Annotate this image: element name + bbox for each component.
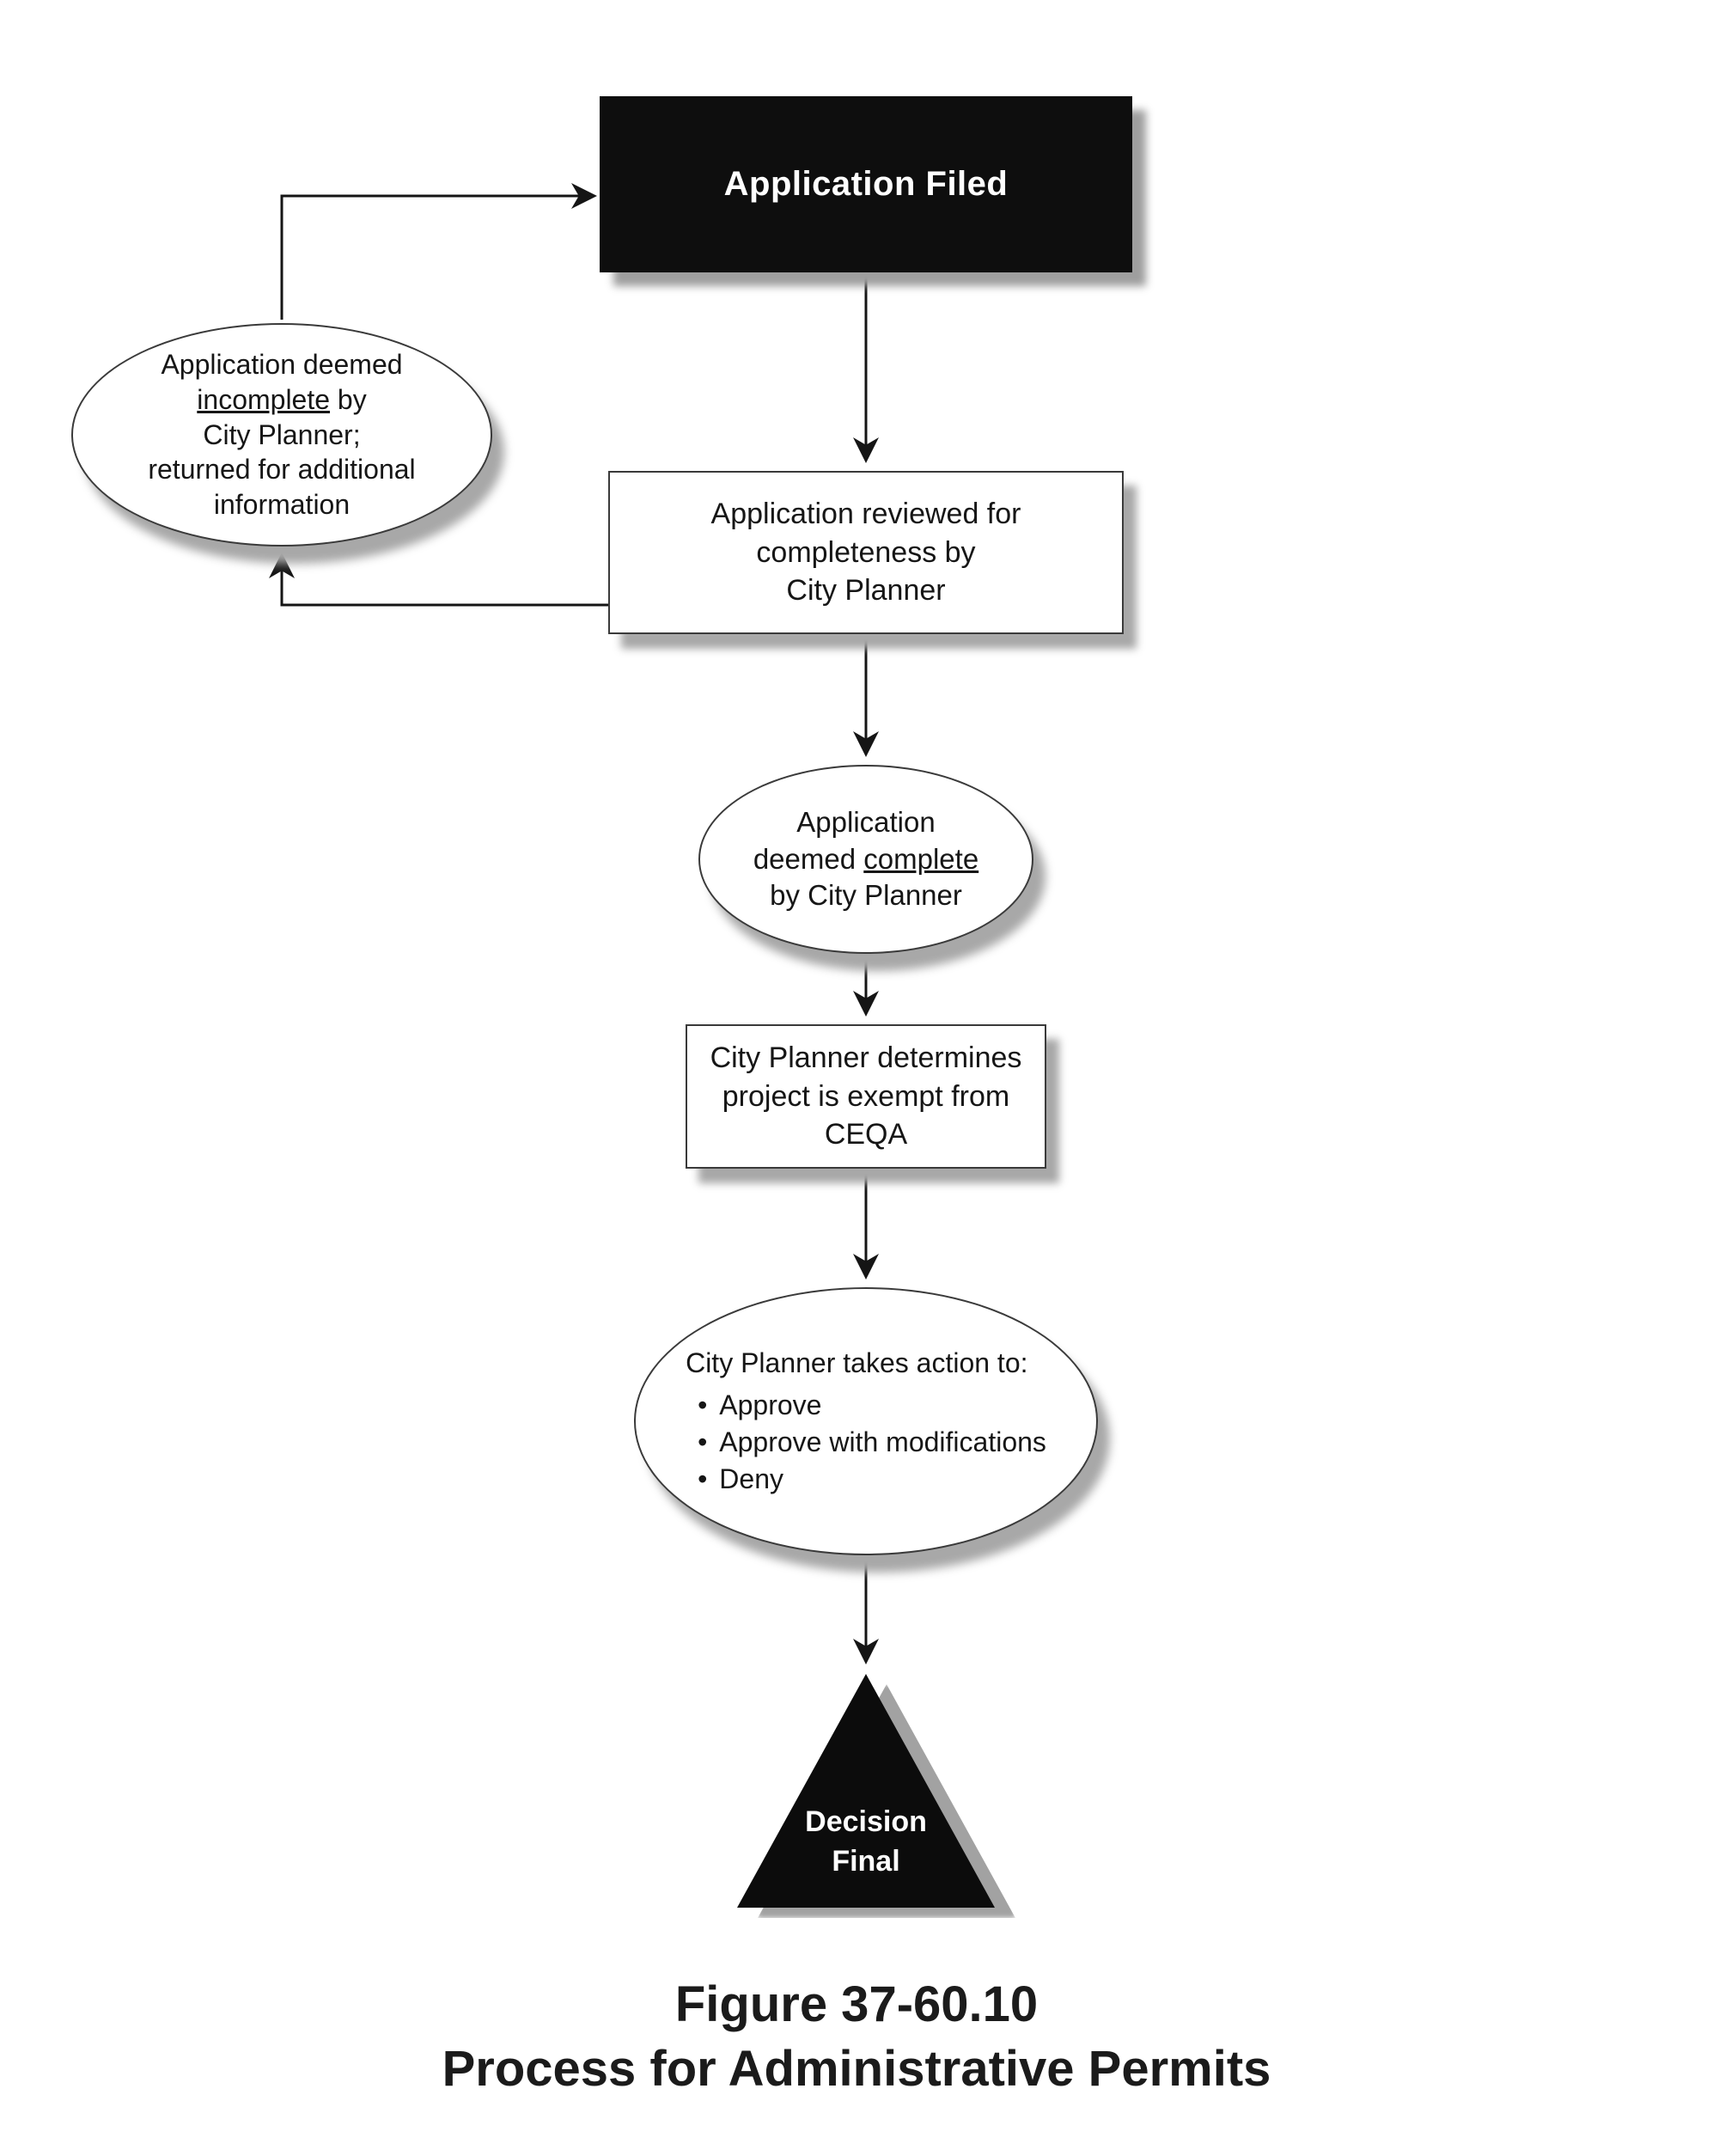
ceqa-text: City Planner determines project is exemp… bbox=[710, 1039, 1022, 1155]
incomplete-line2-rest: by bbox=[330, 383, 367, 415]
bullet-icon: • bbox=[698, 1426, 708, 1457]
action-bullet-label: Approve with modifications bbox=[719, 1426, 1046, 1457]
complete-underlined-word: complete bbox=[863, 842, 979, 875]
incomplete-line4: returned for additional bbox=[148, 454, 416, 486]
complete-line2: deemed complete bbox=[753, 841, 978, 878]
action-node: City Planner takes action to: • Approve … bbox=[634, 1287, 1098, 1555]
review-node: Application reviewed for completeness by… bbox=[608, 471, 1124, 634]
complete-line2-prefix: deemed bbox=[753, 842, 864, 875]
decision-final-node: Decision Final bbox=[737, 1674, 1015, 1918]
action-heading: City Planner takes action to: bbox=[686, 1347, 1028, 1378]
ceqa-node: City Planner determines project is exemp… bbox=[686, 1024, 1046, 1169]
arrow-incomplete-to-filed bbox=[280, 183, 597, 320]
incomplete-line1: Application deemed bbox=[161, 348, 403, 380]
action-bullet-label: Approve bbox=[719, 1389, 822, 1420]
bullet-icon: • bbox=[698, 1463, 708, 1495]
arrow-review-to-incomplete bbox=[269, 553, 608, 607]
complete-line3: by City Planner bbox=[770, 879, 962, 912]
figure-number: Figure 37-60.10 bbox=[674, 1976, 1039, 2032]
action-bullet-label: Deny bbox=[719, 1463, 783, 1495]
figure-caption: Figure 37-60.10 Process for Administrati… bbox=[0, 1972, 1713, 2102]
ceqa-line3: CEQA bbox=[824, 1118, 908, 1151]
incomplete-underlined-word: incomplete bbox=[197, 383, 331, 415]
figure-title: Process for Administrative Permits bbox=[442, 2041, 1271, 2098]
action-bullet-approve-modifications: • Approve with modifications bbox=[686, 1424, 1046, 1461]
application-filed-label: Application Filed bbox=[723, 165, 1009, 203]
incomplete-line2: incomplete by bbox=[148, 382, 415, 418]
application-filed-node: Application Filed bbox=[600, 96, 1132, 272]
incomplete-line3: City Planner; bbox=[203, 418, 361, 450]
review-line2: completeness by bbox=[756, 535, 976, 569]
action-bullet-approve: • Approve bbox=[686, 1387, 1046, 1424]
complete-line1: Application bbox=[796, 805, 936, 838]
review-line1: Application reviewed for bbox=[710, 497, 1021, 530]
incomplete-text: Application deemed incomplete by City Pl… bbox=[148, 347, 415, 523]
ceqa-line1: City Planner determines bbox=[710, 1041, 1022, 1074]
decision-line1: Decision bbox=[805, 1805, 927, 1839]
review-line3: City Planner bbox=[786, 574, 946, 608]
complete-node: Application deemed complete by City Plan… bbox=[698, 765, 1033, 954]
incomplete-node: Application deemed incomplete by City Pl… bbox=[71, 323, 492, 547]
decision-line2: Final bbox=[832, 1845, 900, 1878]
incomplete-line5: information bbox=[213, 489, 351, 521]
action-text: City Planner takes action to: • Approve … bbox=[686, 1345, 1046, 1499]
bullet-icon: • bbox=[698, 1389, 708, 1420]
complete-text: Application deemed complete by City Plan… bbox=[753, 804, 978, 915]
triangle-shape: Decision Final bbox=[737, 1674, 995, 1908]
ceqa-line2: project is exempt from bbox=[722, 1079, 1010, 1113]
review-text: Application reviewed for completeness by… bbox=[711, 495, 1021, 611]
action-bullet-deny: • Deny bbox=[686, 1461, 1046, 1498]
